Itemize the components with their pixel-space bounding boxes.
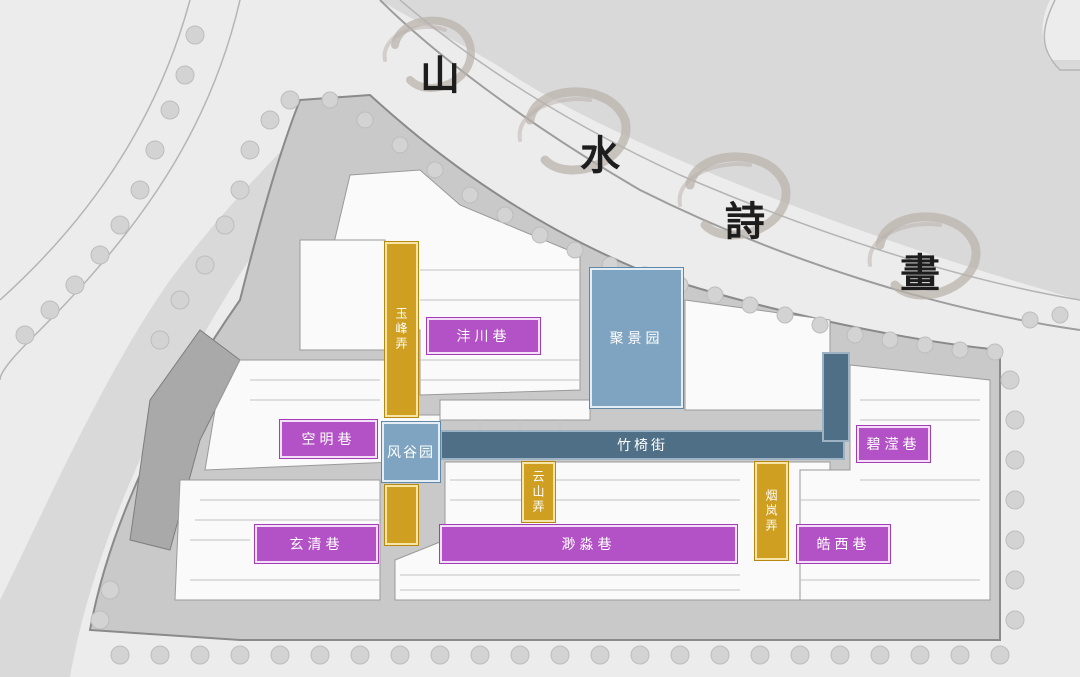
lane-fengchuan-label: 沣川巷 (456, 329, 511, 345)
lane-kongming[interactable]: 空明巷 (280, 420, 377, 458)
alley-yufeng-south[interactable] (385, 485, 418, 545)
parking-strip (129, 329, 241, 551)
alley-yunshan[interactable]: 云山弄 (522, 462, 555, 522)
street-zhuqi-label: 竹椅街 (617, 438, 668, 454)
lane-kongming-label: 空明巷 (301, 432, 356, 448)
alley-yanlan-label: 烟岚弄 (764, 488, 778, 534)
title-char-shan: 山 (420, 52, 460, 99)
trees (15, 25, 1069, 665)
cluster-garden-east (684, 299, 831, 411)
building-detail-lines (190, 269, 980, 591)
road-branch (1043, 0, 1080, 71)
lane-fengchuan[interactable]: 沣川巷 (427, 318, 540, 354)
lane-haoxi-label: 皓西巷 (816, 537, 871, 553)
street-zhuqi[interactable]: 竹椅街 (440, 430, 845, 460)
cluster-center-strip (439, 399, 591, 421)
garden-jujing[interactable]: 聚景园 (590, 268, 683, 408)
lane-qiaomiao[interactable]: 渺淼巷 (440, 525, 737, 563)
title-char-shi: 詩 (725, 198, 765, 245)
lane-biying-label: 碧滢巷 (866, 437, 921, 453)
garden-fenggu-label: 风谷园 (387, 445, 435, 461)
alley-yufeng-label: 玉峰弄 (394, 307, 408, 352)
alley-yufeng[interactable]: 玉峰弄 (385, 242, 418, 417)
alley-yanlan[interactable]: 烟岚弄 (755, 462, 788, 560)
title-char-hua: 畫 (900, 250, 940, 297)
garden-jujing-label: 聚景园 (609, 331, 664, 347)
road-upper (380, 0, 1080, 300)
street-zhuqi-north-arm[interactable] (822, 352, 850, 442)
lane-xuanqing-label: 玄清巷 (289, 537, 344, 553)
lane-biying[interactable]: 碧滢巷 (857, 426, 930, 462)
road-edge-upper (379, 0, 1080, 331)
lane-qiaomiao-label: 渺淼巷 (561, 537, 616, 553)
cluster-northwest (299, 239, 386, 351)
road-left-edge (0, 0, 191, 301)
road-left (0, 95, 360, 677)
alley-yunshan-label: 云山弄 (531, 469, 545, 515)
lane-xuanqing[interactable]: 玄清巷 (255, 525, 378, 563)
garden-fenggu[interactable]: 风谷园 (382, 422, 440, 482)
ink-swirls (382, 16, 981, 300)
title-char-shui: 水 (580, 132, 620, 179)
lane-haoxi[interactable]: 皓西巷 (797, 525, 890, 563)
